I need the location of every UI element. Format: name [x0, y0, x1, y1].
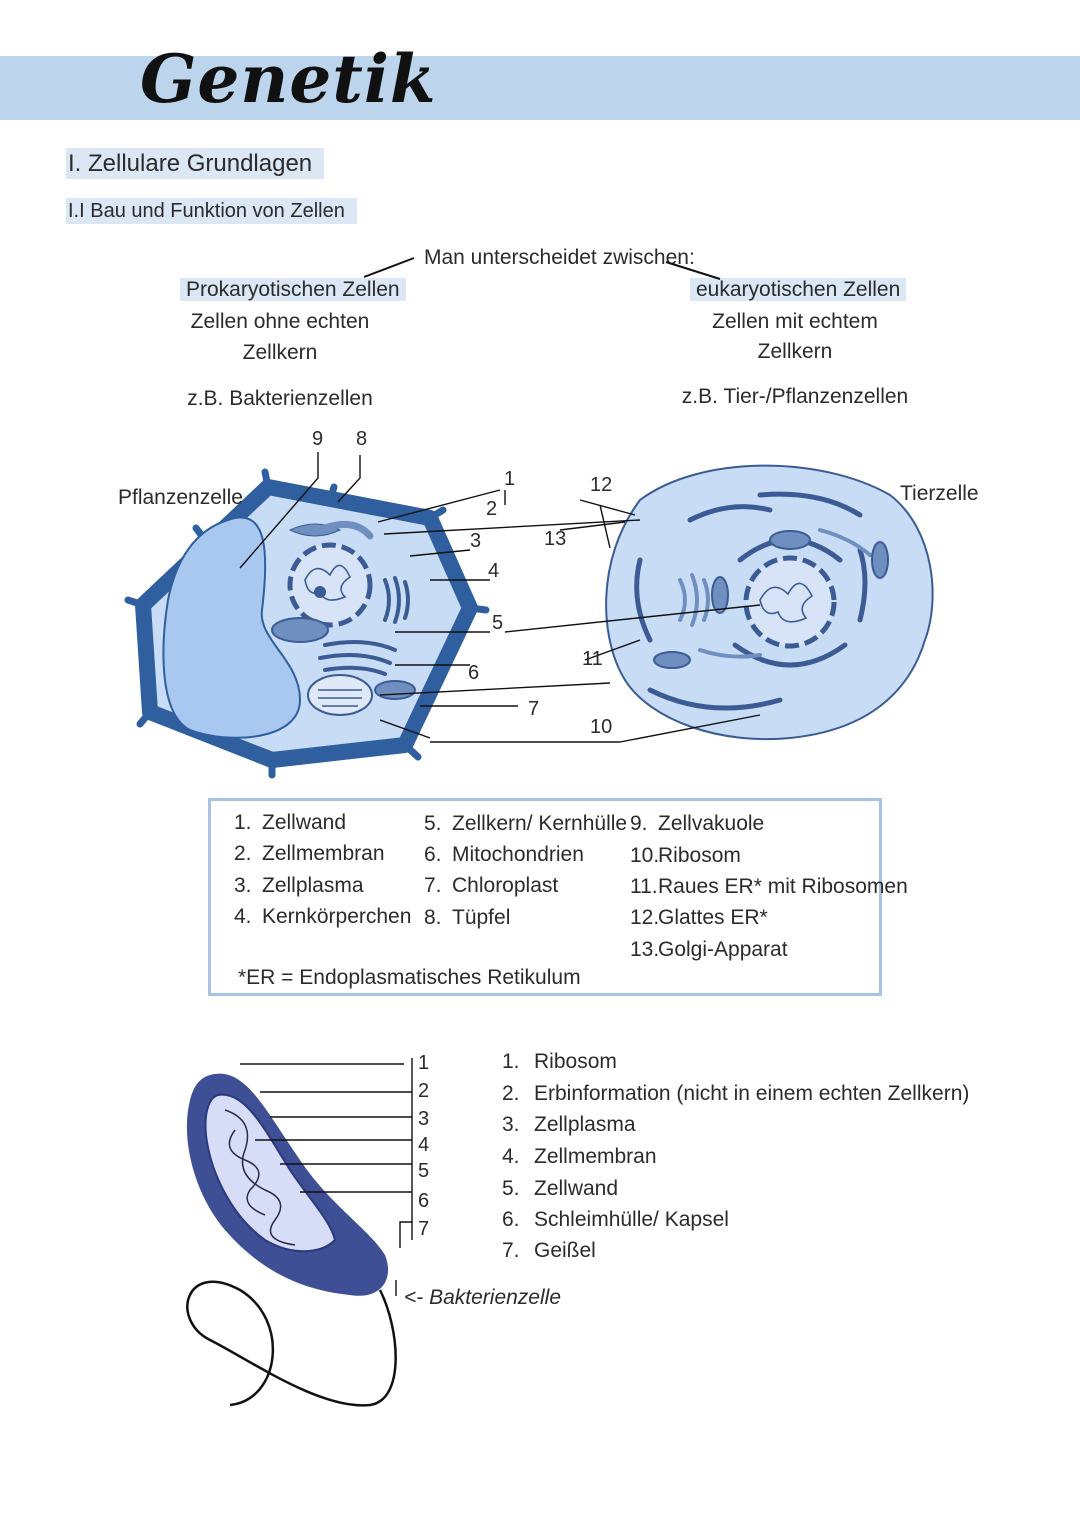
prokaryote-desc-2: Zellkern	[242, 341, 318, 364]
page-title: Genetik	[140, 40, 437, 118]
cell-number-4: 4	[488, 560, 500, 582]
bacterium-label: <- Bakterienzelle	[404, 1286, 561, 1309]
branch-line-left	[363, 257, 415, 278]
bacteria-list-item: 2.Erbinformation (nicht in einem echten …	[502, 1082, 970, 1105]
bacteria-list-item: 7.Geißel	[502, 1239, 596, 1262]
bacteria-number-4: 4	[418, 1134, 430, 1156]
prokaryote-title: Prokaryotischen Zellen	[180, 278, 406, 302]
eukaryote-desc-2: Zellkern	[757, 340, 833, 363]
cell-number-13: 13	[544, 528, 567, 550]
intro-text: Man unterscheidet zwischen:	[424, 246, 695, 269]
cell-number-2: 2	[486, 498, 498, 520]
eukaryote-title: eukaryotischen Zellen	[690, 278, 907, 302]
bacteria-number-3: 3	[418, 1108, 430, 1130]
legend-item: 9.Zellvakuole	[630, 812, 765, 835]
bacteria-list-item: 1.Ribosom	[502, 1050, 617, 1073]
bacteria-list-item: 6.Schleimhülle/ Kapsel	[502, 1208, 729, 1231]
header-band	[0, 56, 1080, 120]
legend-item: 10.Ribosom	[630, 844, 741, 867]
legend-item: 7.Chloroplast	[424, 874, 559, 897]
legend-item: 13.Golgi-Apparat	[630, 938, 788, 961]
section-heading: I. Zellulare Grundlagen	[66, 148, 325, 179]
bacteria-number-6: 6	[418, 1190, 430, 1212]
plant-cell-label: Pflanzenzelle	[118, 486, 243, 509]
bacterium	[186, 1073, 397, 1407]
bacteria-list-item: 5.Zellwand	[502, 1177, 619, 1200]
subsection-heading: I.I Bau und Funktion von Zellen	[66, 198, 357, 224]
legend-box	[208, 798, 882, 996]
legend-item: 5.Zellkern/ Kernhülle	[424, 812, 628, 835]
legend-item: 2.Zellmembran	[234, 842, 385, 865]
legend-item: 6.Mitochondrien	[424, 843, 584, 866]
cell-leader-lines	[239, 452, 761, 743]
legend-item: 8.Tüpfel	[424, 906, 511, 929]
prokaryote-example: z.B. Bakterienzellen	[187, 387, 373, 410]
cell-number-11: 11	[582, 648, 603, 670]
eukaryote-desc-1: Zellen mit echtem	[712, 310, 878, 333]
eukaryote-example: z.B. Tier-/Pflanzenzellen	[681, 385, 909, 408]
bacteria-number-7: 7	[418, 1218, 430, 1240]
cell-number-12: 12	[590, 474, 613, 496]
cell-number-6: 6	[468, 662, 480, 684]
bacteria-leader-lines	[240, 1058, 413, 1296]
branch-line-right	[665, 261, 721, 280]
cell-number-10: 10	[590, 716, 613, 738]
legend-footnote: *ER = Endoplasmatisches Retikulum	[238, 966, 581, 989]
cell-number-9: 9	[312, 428, 324, 450]
legend-item: 4.Kernkörperchen	[234, 905, 412, 928]
cell-number-1: 1	[504, 468, 516, 490]
animal-cell	[605, 464, 934, 741]
cell-number-7: 7	[528, 698, 540, 720]
bacteria-number-5: 5	[418, 1160, 430, 1182]
cell-number-3: 3	[470, 530, 482, 552]
legend-item: 12.Glattes ER*	[630, 906, 768, 929]
bacteria-number-2: 2	[418, 1080, 430, 1102]
bacteria-list-item: 4.Zellmembran	[502, 1145, 657, 1168]
legend-item: 3.Zellplasma	[234, 874, 364, 897]
animal-cell-label: Tierzelle	[900, 482, 979, 505]
bacteria-number-1: 1	[418, 1052, 430, 1074]
legend-item: 11.Raues ER* mit Ribosomen	[630, 875, 908, 898]
cell-number-8: 8	[356, 428, 368, 450]
plant-cell	[124, 468, 490, 779]
bacteria-list-item: 3.Zellplasma	[502, 1113, 636, 1136]
prokaryote-desc-1: Zellen ohne echten	[190, 310, 370, 333]
legend-item: 1.Zellwand	[234, 811, 347, 834]
cell-number-5: 5	[492, 612, 504, 634]
